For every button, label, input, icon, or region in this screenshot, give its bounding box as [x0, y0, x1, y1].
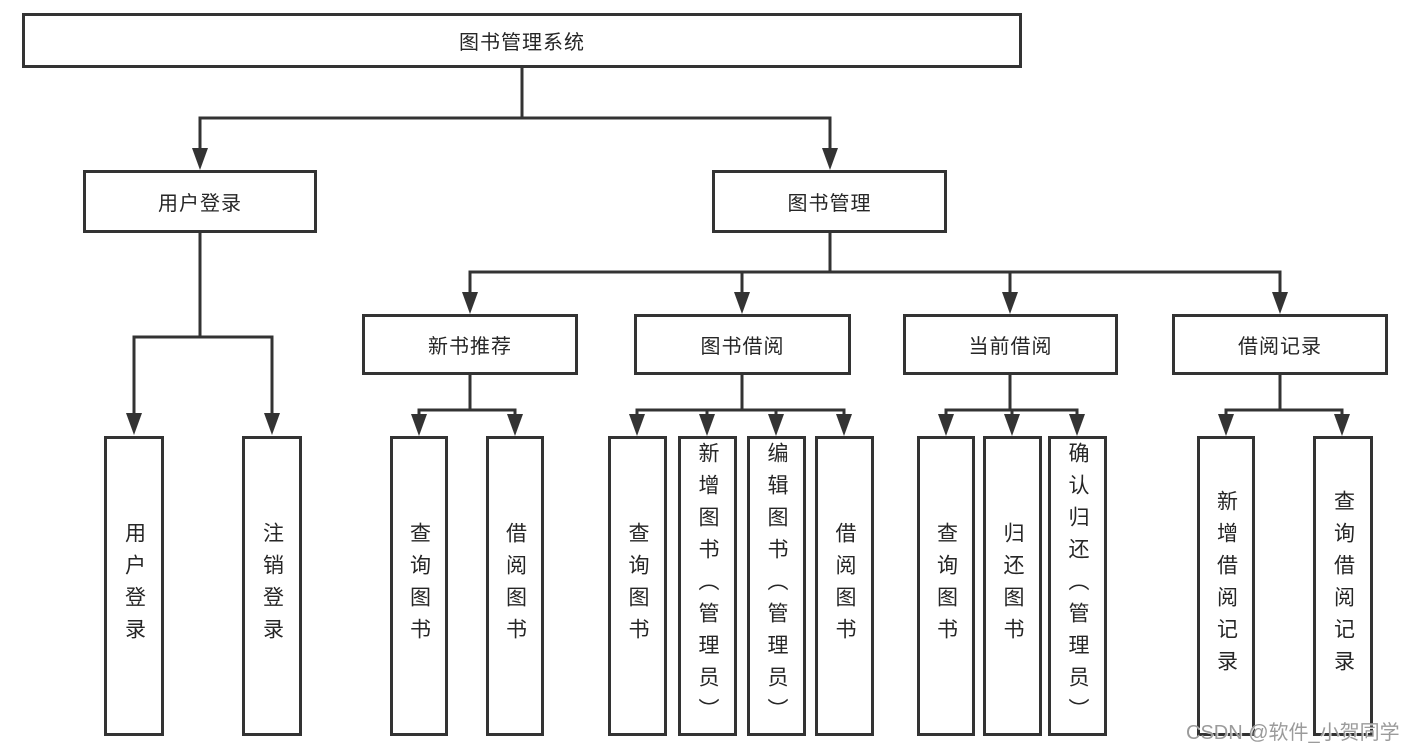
leaf-confirm-return-admin-label: 确认归还（管理员）: [1066, 442, 1089, 730]
node-book-borrowing-label: 图书借阅: [700, 336, 785, 358]
node-borrowing-records-label: 借阅记录: [1238, 336, 1322, 358]
leaf-query-books-borrowing-label: 查询图书: [626, 522, 649, 650]
leaf-add-borrow-record: 新增借阅记录: [1197, 436, 1255, 736]
node-book-borrowing: 图书借阅: [634, 314, 851, 375]
node-library-system-label: 图书管理系统: [459, 32, 585, 54]
node-new-book-recommend-label: 新书推荐: [428, 336, 512, 358]
leaf-query-borrow-record: 查询借阅记录: [1313, 436, 1373, 736]
leaf-add-book-admin: 新增图书（管理员）: [678, 436, 737, 736]
leaf-logout-login-label: 注销登录: [260, 522, 284, 650]
node-library-system: 图书管理系统: [22, 13, 1022, 68]
leaf-borrow-books-recommend: 借阅图书: [486, 436, 544, 736]
leaf-borrow-books-label: 借阅图书: [833, 522, 856, 650]
leaf-query-borrow-record-label: 查询借阅记录: [1331, 490, 1355, 682]
node-current-borrowing: 当前借阅: [903, 314, 1118, 375]
leaf-query-books-borrowing: 查询图书: [608, 436, 667, 736]
leaf-query-books-recommend-label: 查询图书: [407, 522, 431, 650]
leaf-user-login: 用户登录: [104, 436, 164, 736]
node-book-management-label: 图书管理: [787, 193, 872, 215]
leaf-confirm-return-admin: 确认归还（管理员）: [1048, 436, 1107, 736]
leaf-borrow-books: 借阅图书: [815, 436, 874, 736]
node-book-management: 图书管理: [712, 170, 947, 233]
watermark-text: CSDN @软件_小贺同学: [1186, 722, 1400, 744]
node-current-borrowing-label: 当前借阅: [968, 336, 1053, 358]
leaf-logout-login: 注销登录: [242, 436, 302, 736]
leaf-borrow-books-recommend-label: 借阅图书: [503, 522, 527, 650]
node-user-login-label: 用户登录: [158, 193, 242, 215]
leaf-add-borrow-record-label: 新增借阅记录: [1214, 490, 1238, 682]
leaf-return-books: 归还图书: [983, 436, 1042, 736]
node-borrowing-records: 借阅记录: [1172, 314, 1388, 375]
leaf-return-books-label: 归还图书: [1001, 522, 1024, 650]
leaf-user-login-label: 用户登录: [122, 522, 146, 650]
node-new-book-recommend: 新书推荐: [362, 314, 578, 375]
leaf-query-books-recommend: 查询图书: [390, 436, 448, 736]
node-user-login: 用户登录: [83, 170, 317, 233]
leaf-query-books-current: 查询图书: [917, 436, 975, 736]
leaf-edit-book-admin: 编辑图书（管理员）: [747, 436, 806, 736]
leaf-query-books-current-label: 查询图书: [934, 522, 958, 650]
leaf-edit-book-admin-label: 编辑图书（管理员）: [765, 442, 788, 730]
leaf-add-book-admin-label: 新增图书（管理员）: [696, 442, 719, 730]
